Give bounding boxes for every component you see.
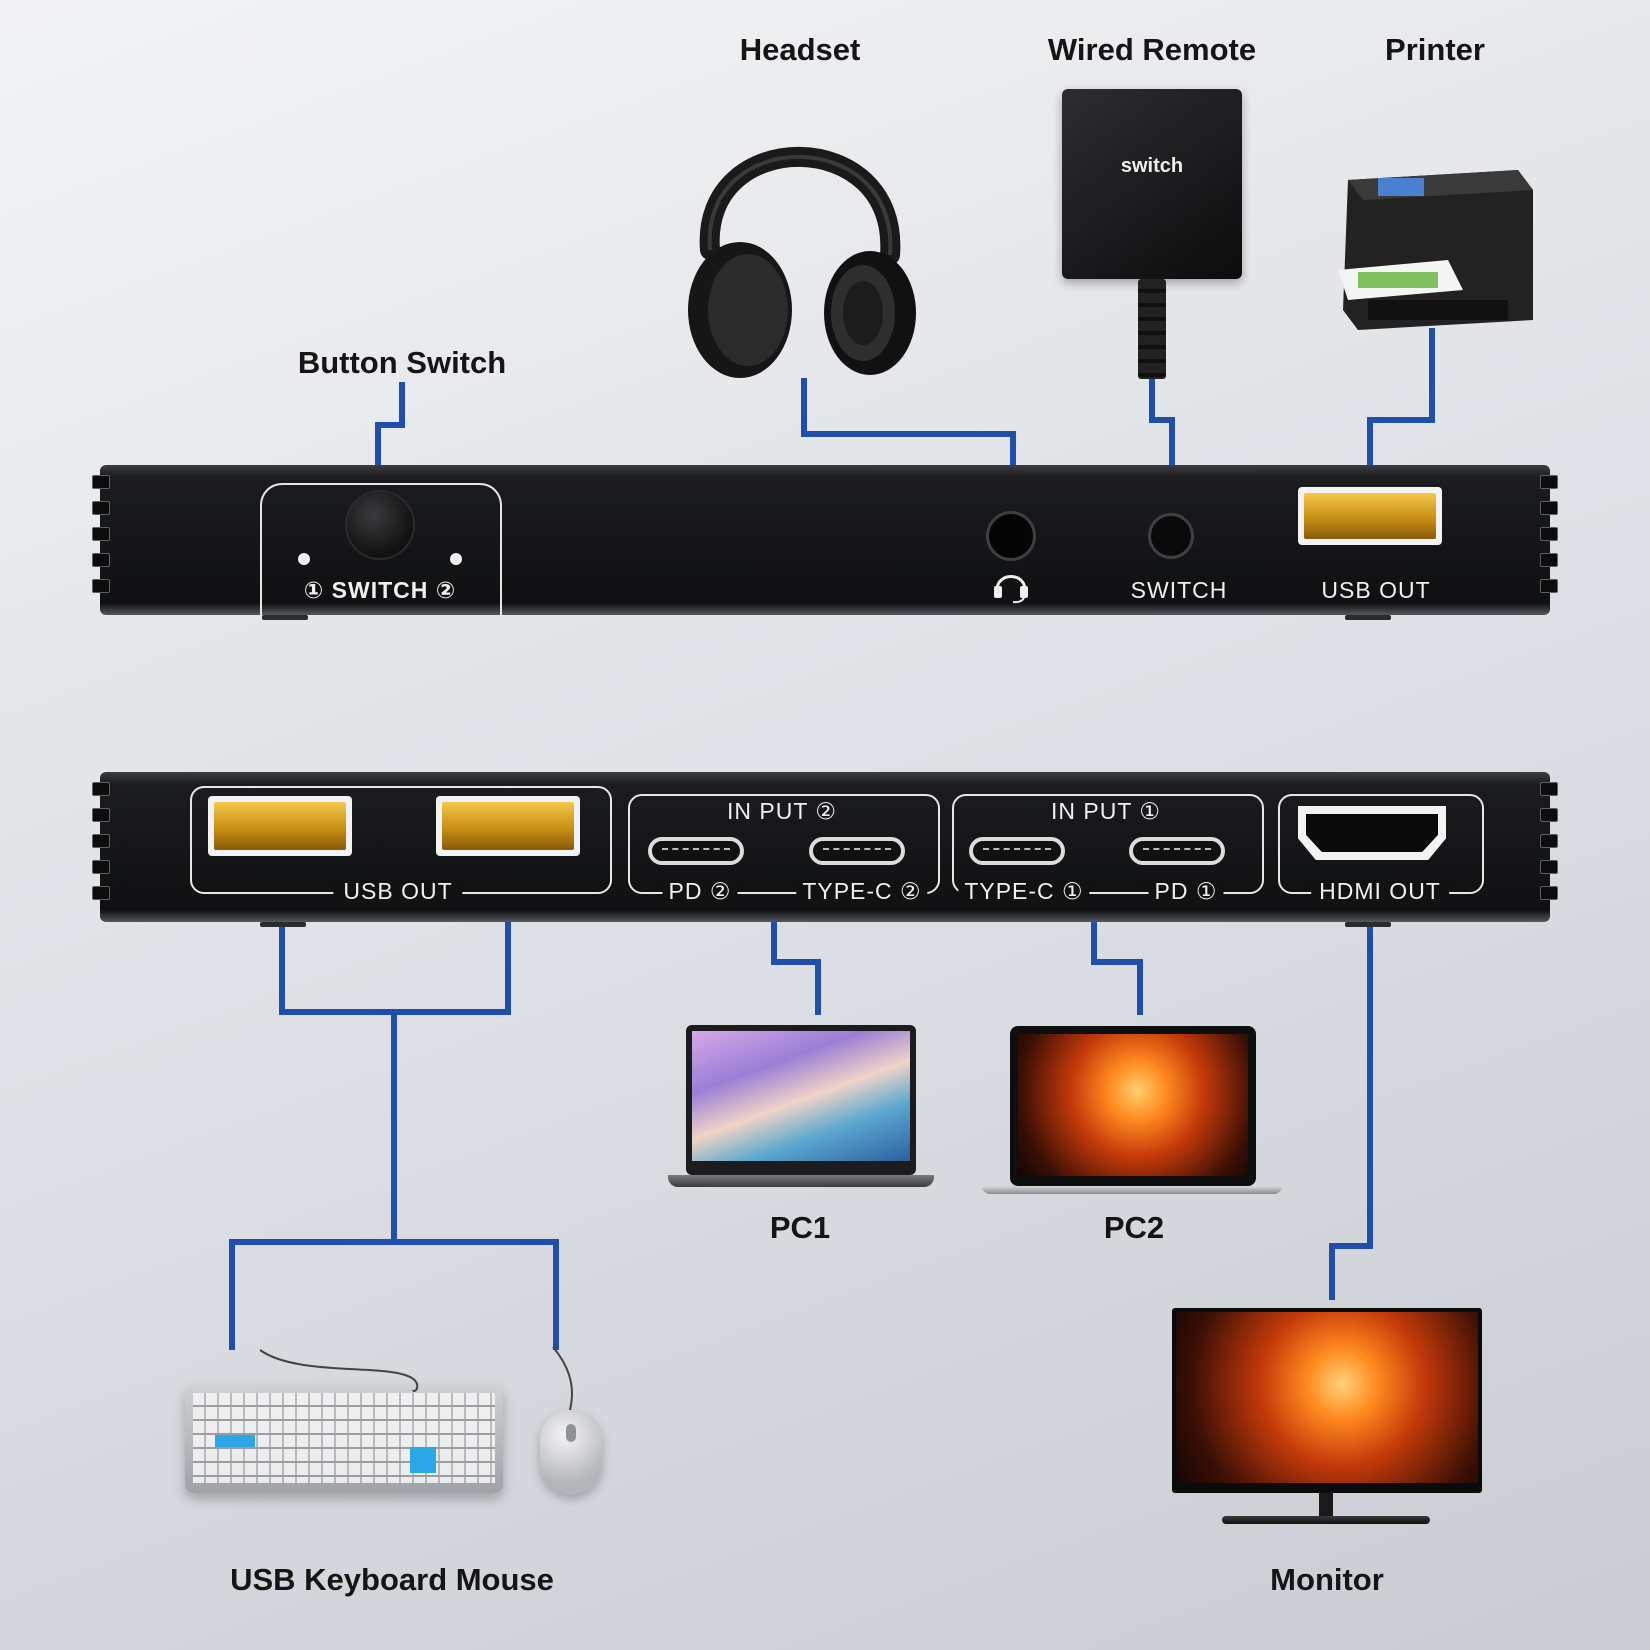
button-switch-label: Button Switch [297, 345, 507, 380]
pc2-base [982, 1186, 1282, 1194]
line-monitor [1329, 908, 1373, 1300]
pc1-screen [686, 1025, 916, 1175]
switch-label: ① SWITCH ② [303, 577, 457, 603]
keyboard-cable [259, 1349, 419, 1393]
line-wired-remote [1149, 378, 1175, 485]
cooling-fins-right [1540, 475, 1558, 605]
panel-foot [1345, 615, 1391, 620]
headset-icon [994, 575, 1028, 604]
switch-button[interactable] [345, 490, 415, 560]
pc2-screen [1010, 1026, 1256, 1186]
input-2-label: IN PUT ② [727, 798, 837, 824]
line-pc2 [1091, 908, 1143, 1015]
remote-icon: switch [1062, 89, 1242, 279]
usb-out-port-1[interactable] [208, 796, 352, 856]
led-indicator-1 [298, 553, 310, 565]
pc1-label: PC1 [769, 1210, 831, 1245]
mouse-cable [552, 1346, 574, 1411]
printer-label: Printer [1385, 32, 1485, 67]
cooling-fins-left [92, 475, 110, 605]
line-usb-out-hub [279, 908, 511, 1015]
cooling-fins-right [1540, 782, 1558, 912]
kvm-top-panel: ① SWITCH ② SWITCH USB OUT [92, 465, 1558, 620]
remote-cable [1138, 279, 1166, 379]
remote-port-label: SWITCH [1130, 577, 1228, 603]
monitor-screen [1172, 1308, 1482, 1493]
usb-out-port-top[interactable] [1298, 487, 1442, 545]
usb-out-label-top: USB OUT [1321, 577, 1431, 603]
wired-remote-port[interactable] [1148, 513, 1194, 559]
cooling-fins-left [92, 782, 110, 912]
headphones-icon [688, 146, 916, 378]
laptop-icon [668, 1020, 938, 1200]
typec-2-label: TYPE-C ② [796, 878, 928, 905]
pc2-label: PC2 [1103, 1210, 1165, 1245]
panel-foot [262, 615, 308, 620]
pd-2-label: PD ② [662, 878, 738, 905]
pc1-base [668, 1175, 934, 1187]
input-2-group [628, 794, 940, 894]
headset-jack[interactable] [986, 511, 1036, 561]
monitor-stand [1319, 1493, 1333, 1518]
hdmi-out-label: HDMI OUT [1311, 878, 1449, 905]
led-indicator-2 [450, 553, 462, 565]
monitor-icon [1172, 1308, 1482, 1528]
monitor-label: Monitor [1270, 1562, 1384, 1597]
mouse-icon [540, 1410, 602, 1494]
kvm-bottom-panel: USB OUT IN PUT ② PD ② TYPE-C ② IN PUT ① … [92, 772, 1558, 927]
typec-2-port[interactable] [809, 837, 905, 865]
pd-1-label: PD ① [1148, 878, 1224, 905]
hdmi-out-port[interactable] [1298, 806, 1446, 860]
printer-icon [1338, 170, 1533, 330]
pd-2-port[interactable] [648, 837, 744, 865]
typec-1-port[interactable] [969, 837, 1065, 865]
remote-text: switch [1120, 155, 1184, 177]
headset-label: Headset [739, 32, 861, 67]
switch-button-frame [260, 483, 502, 617]
typec-1-label: TYPE-C ① [958, 878, 1090, 905]
input-1-group [952, 794, 1264, 894]
pd-1-port[interactable] [1129, 837, 1225, 865]
line-button-switch [375, 382, 405, 485]
line-headset [801, 378, 1016, 485]
usb-out-label-bottom: USB OUT [333, 878, 463, 905]
line-pc1 [771, 908, 821, 1015]
wired-remote-label: Wired Remote [1047, 32, 1257, 67]
usb-out-port-2[interactable] [436, 796, 580, 856]
monitor-base [1222, 1516, 1430, 1524]
line-keyboard-mouse [229, 1239, 559, 1350]
input-1-label: IN PUT ① [1051, 798, 1161, 824]
line-printer [1367, 328, 1435, 485]
keyboard-icon [185, 1385, 503, 1493]
panel-foot [1345, 922, 1391, 927]
panel-foot [260, 922, 306, 927]
laptop-icon [982, 1024, 1282, 1199]
usb-keyboard-mouse-label: USB Keyboard Mouse [230, 1562, 554, 1597]
